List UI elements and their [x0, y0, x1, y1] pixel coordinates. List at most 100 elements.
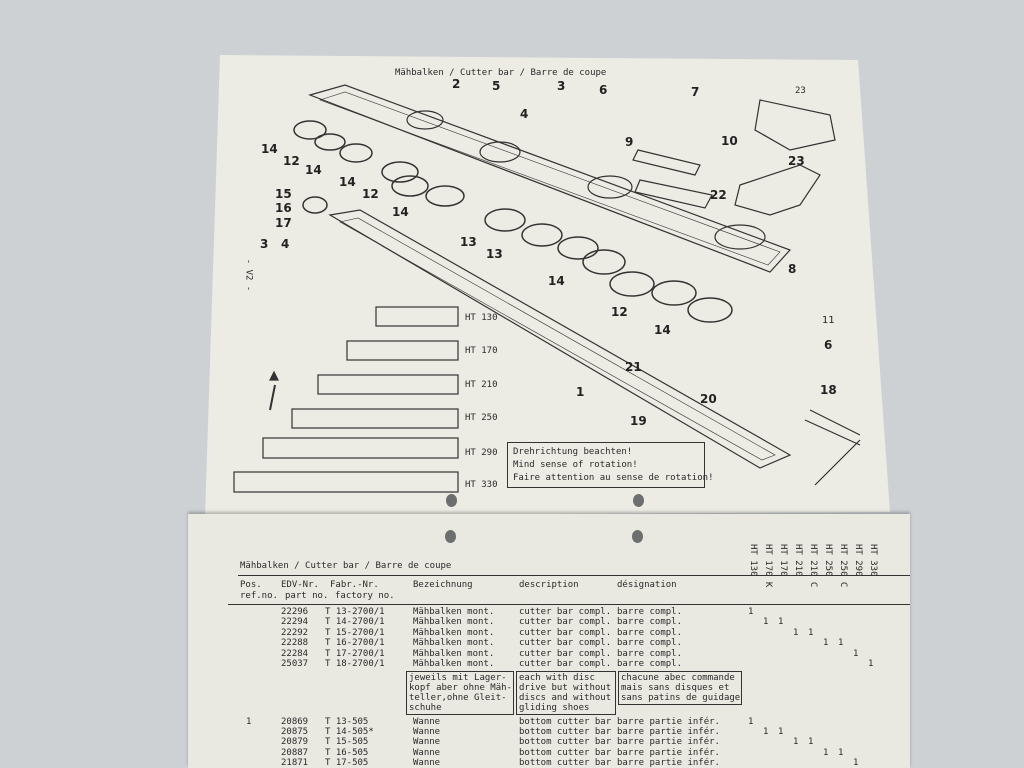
cell-bez: Wanne: [413, 737, 441, 748]
divider: [238, 575, 910, 576]
callout: 14: [339, 175, 356, 189]
cell-des: barre partie infér.: [617, 757, 720, 768]
header-fabr-en: factory no.: [335, 591, 395, 601]
cell-qty: 1: [868, 659, 874, 669]
cell-edv: 25037: [281, 659, 309, 669]
model-label: HT 290: [465, 448, 498, 458]
cell-edv: 20869: [281, 717, 309, 727]
callout: 21: [625, 360, 642, 374]
callout: 4: [520, 107, 529, 121]
callout: 10: [721, 134, 738, 148]
cell-bez: Wanne: [413, 747, 441, 758]
header-bezeichnung: Bezeichnung: [413, 580, 473, 590]
table-row: 22284 T 17-2700/1 Mähbalken mont. cutter ba…: [188, 649, 910, 659]
punch-hole: [633, 494, 644, 507]
punch-hole: [632, 530, 643, 543]
callout: 16: [275, 201, 292, 215]
diagram-title: Mähbalken / Cutter bar / Barre de coupe: [395, 68, 607, 78]
cell-edv: 20879: [281, 737, 309, 748]
cell-desc: cutter bar compl.: [519, 659, 612, 669]
header-pos: Pos.: [240, 580, 262, 590]
cell-qty: 1: [838, 747, 844, 758]
cell-fabr: T 14-2700/1: [325, 617, 385, 628]
cell-edv: 22284: [281, 648, 309, 659]
callout: 15: [275, 187, 292, 201]
callout: 14: [261, 142, 278, 156]
cell-des: barre compl.: [617, 648, 683, 659]
callout: 3: [557, 79, 566, 93]
cell-qty: 1: [748, 717, 754, 727]
header-edv: EDV-Nr.: [281, 580, 319, 590]
callout: 13: [460, 235, 477, 249]
cell-des: barre compl.: [617, 659, 683, 669]
cell-desc: cutter bar compl.: [519, 648, 612, 659]
callout: 12: [362, 187, 379, 201]
punch-hole: [446, 494, 457, 507]
cell-desc: cutter bar compl.: [519, 607, 612, 617]
cell-edv: 22288: [281, 638, 309, 649]
cell-bez: Mähbalken mont.: [413, 648, 495, 659]
side-label: - V2 -: [243, 258, 254, 292]
cell-qty: 1: [853, 648, 859, 659]
callout: 12: [283, 154, 300, 168]
callout: 19: [630, 414, 647, 428]
callout: 11: [822, 315, 835, 326]
cell-qty: 1: [748, 607, 754, 617]
cell-qty: 1: [823, 747, 829, 758]
cell-bez: Mähbalken mont.: [413, 659, 495, 669]
cell-qty: 1: [778, 727, 784, 738]
model-label: HT 250: [465, 413, 498, 423]
cell-desc: cutter bar compl.: [519, 627, 612, 638]
model-column-header: HT 170: [778, 544, 788, 577]
model-label: HT 330: [465, 480, 498, 490]
cell-desc: bottom cutter bar: [519, 737, 612, 748]
cell-fabr: T 16-2700/1: [325, 638, 385, 649]
cell-des: barre partie infér.: [617, 747, 720, 758]
model-label: HT 210: [465, 380, 498, 390]
cell-bez: Mähbalken mont.: [413, 638, 495, 649]
callout: 14: [548, 274, 565, 288]
cell-qty: 1: [823, 638, 829, 649]
cell-desc: bottom cutter bar: [519, 717, 612, 727]
model-column-header: HT 210: [793, 544, 803, 577]
model-column-header: HT 330: [868, 544, 878, 577]
callout: 14: [654, 323, 671, 337]
cell-bez: Mähbalken mont.: [413, 617, 495, 628]
cell-qty: 1: [793, 737, 799, 748]
table-title: Mähbalken / Cutter bar / Barre de coupe: [240, 561, 452, 571]
cell-fabr: T 17-2700/1: [325, 648, 385, 659]
cell-qty: 1: [853, 757, 859, 768]
cell-qty: 1: [763, 727, 769, 738]
callout: 7: [691, 85, 700, 99]
cell-qty: 1: [763, 617, 769, 628]
cell-desc: bottom cutter bar: [519, 727, 612, 738]
model-column-header: HT 130: [748, 544, 758, 577]
callout: 9: [625, 135, 634, 149]
cell-des: barre compl.: [617, 627, 683, 638]
cell-des: barre compl.: [617, 638, 683, 649]
cell-desc: bottom cutter bar: [519, 747, 612, 758]
callout: 20: [700, 392, 717, 406]
cell-qty: 1: [778, 617, 784, 628]
model-column-header: HT 290: [853, 544, 863, 577]
cell-qty: 1: [808, 737, 814, 748]
callout: 5: [492, 79, 501, 93]
cell-bez: Wanne: [413, 717, 441, 727]
cell-fabr: T 15-2700/1: [325, 627, 385, 638]
callout: 18: [820, 383, 837, 397]
header-fabr: Fabr.-Nr.: [330, 580, 379, 590]
callout: 8: [788, 262, 797, 276]
callout: 14: [392, 205, 409, 219]
model-column-header: HT 250: [823, 544, 833, 577]
cell-des: barre compl.: [617, 607, 683, 617]
callout: 1: [576, 385, 585, 399]
